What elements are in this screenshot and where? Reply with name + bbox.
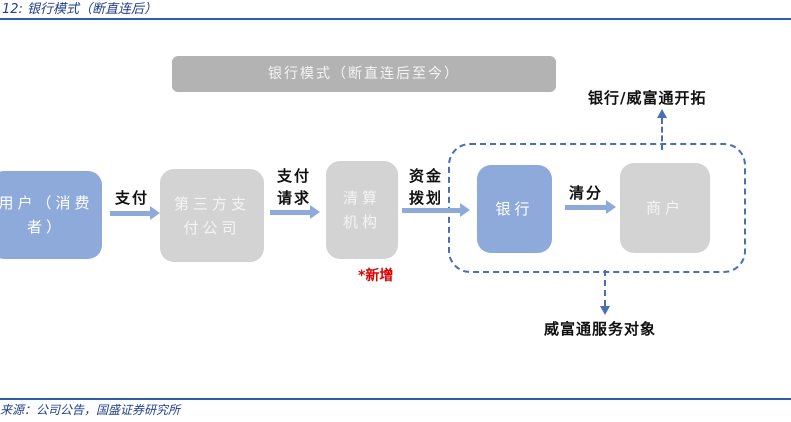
arrow-pay (110, 206, 160, 220)
edge-label-pay: 支付 (114, 189, 149, 207)
arrow-down-dashed (604, 270, 606, 306)
edge-label-settle: 清分 (568, 184, 603, 202)
arrow-fund-transfer (402, 203, 470, 217)
arrow-pay-request (270, 205, 320, 219)
bottom-rule (0, 398, 791, 400)
edge-label-pay-request: 支付请求 (276, 167, 311, 207)
edge-label-fund-transfer: 资金拨划 (408, 167, 443, 207)
arrow-down-head (600, 306, 610, 315)
source-note: 来源：公司公告，国盛证券研究所 (0, 403, 181, 417)
arrow-up-dashed (661, 118, 663, 150)
mode-banner: 银行模式（断直连后至今） (172, 56, 556, 92)
node-bank: 银行 (477, 165, 552, 253)
node-clearing: 清算机构 (326, 161, 398, 259)
arrow-up-head (657, 109, 667, 118)
node-user: 用户（消费者） (0, 171, 102, 259)
top-note: 银行/威富通开拓 (588, 89, 707, 107)
node-merchant: 商户 (620, 163, 710, 253)
bottom-note: 威富通服务对象 (544, 320, 657, 338)
arrow-settle (565, 200, 616, 214)
figure-caption: 12: 银行模式（断直连后） (2, 2, 158, 17)
top-rule (0, 18, 791, 20)
node-third-party: 第三方支付公司 (160, 169, 264, 262)
new-tag: *新增 (358, 268, 394, 284)
